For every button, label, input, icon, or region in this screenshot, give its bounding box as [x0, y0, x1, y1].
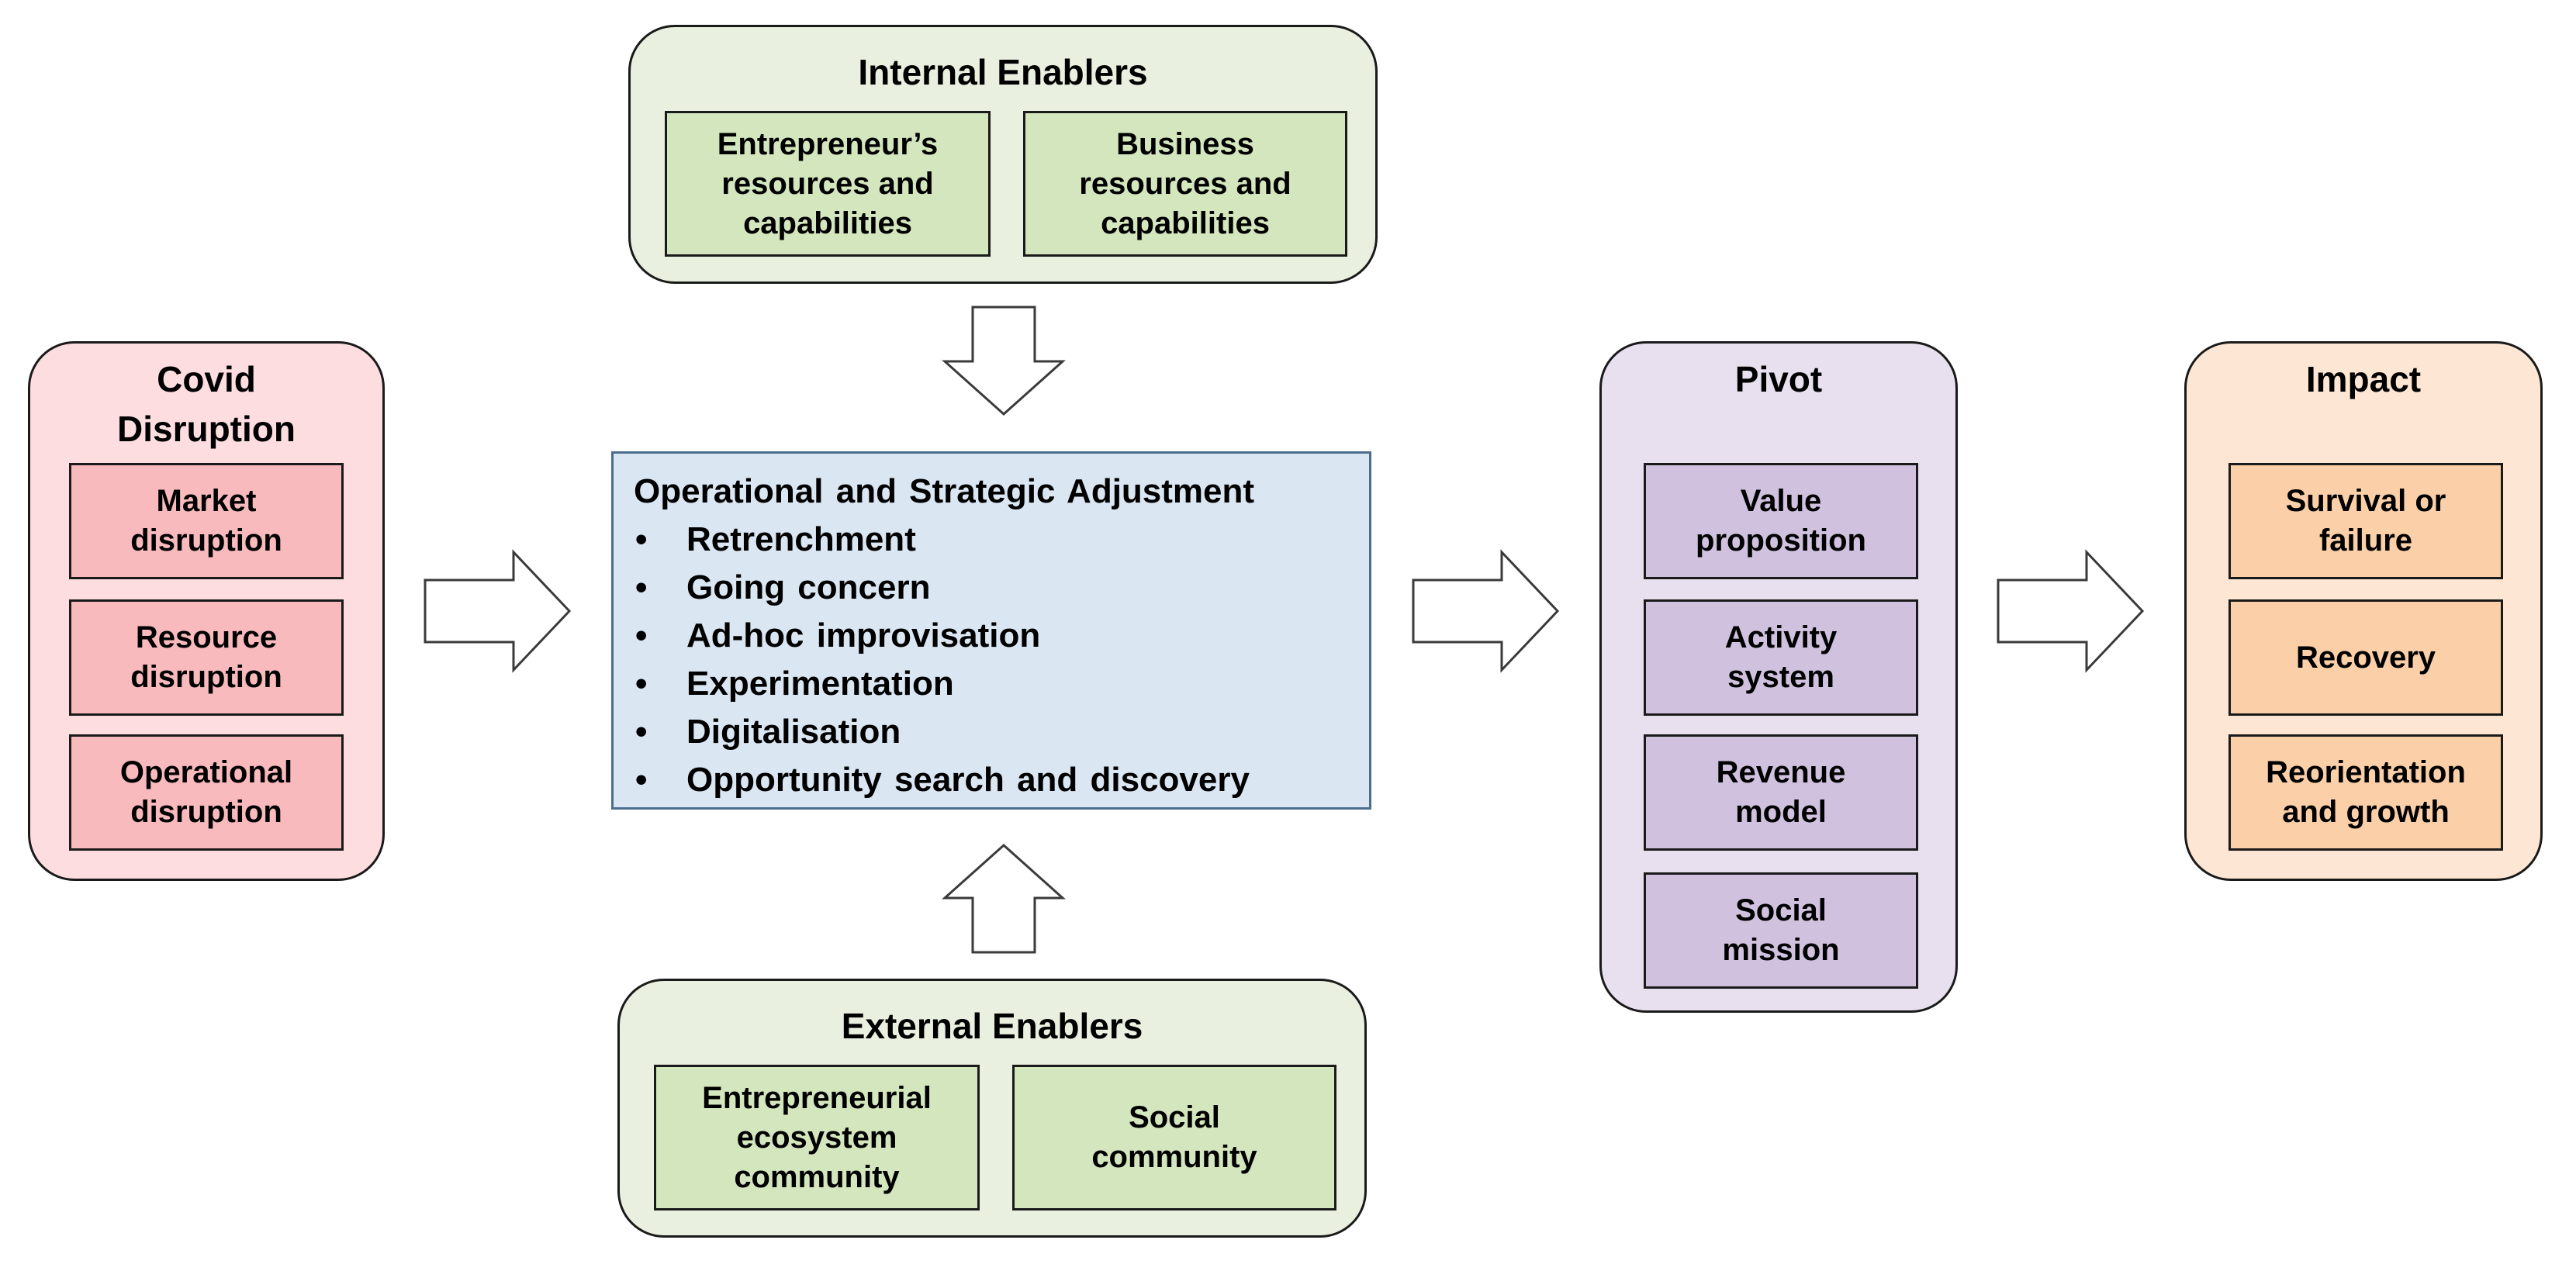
arrow-right-icon: [424, 549, 572, 673]
business-resources-box: Business resources and capabilities: [1023, 111, 1347, 257]
internal-enablers-panel: Internal Enablers Entrepreneur’s resourc…: [628, 25, 1378, 284]
adjustment-item: •Retrenchment: [635, 520, 916, 558]
reorientation-and-growth-box: Reorientation and growth: [2228, 734, 2503, 851]
external-enablers-title: External Enablers: [841, 1006, 1143, 1046]
operational-strategic-adjustment-box: Operational and Strategic Adjustment •Re…: [611, 451, 1371, 810]
arrow-down-icon: [942, 306, 1066, 416]
impact-title: Impact: [2305, 359, 2422, 399]
market-disruption-box: Market disruption: [69, 463, 344, 579]
adjustment-list: •Retrenchment •Going concern •Ad-hoc imp…: [634, 516, 1369, 804]
internal-enablers-title: Internal Enablers: [858, 52, 1148, 92]
adjustment-item: •Going concern: [635, 568, 931, 606]
social-mission-box: Social mission: [1644, 872, 1918, 989]
entrepreneurial-ecosystem-box: Entrepreneurial ecosystem community: [654, 1065, 980, 1210]
recovery-box: Recovery: [2228, 599, 2503, 716]
pivot-title: Pivot: [1734, 359, 1823, 399]
adjustment-item: •Ad-hoc improvisation: [635, 616, 1041, 654]
activity-system-box: Activity system: [1644, 599, 1918, 716]
adjustment-title: Operational and Strategic Adjustment: [634, 472, 1255, 510]
resource-disruption-box: Resource disruption: [69, 599, 344, 716]
revenue-model-box: Revenue model: [1644, 734, 1918, 851]
adjustment-item: •Experimentation: [635, 665, 954, 703]
pivot-panel: Pivot Value proposition Activity system …: [1599, 341, 1958, 1013]
arrow-up-icon: [942, 843, 1066, 954]
operational-disruption-box: Operational disruption: [69, 734, 344, 851]
entrepreneur-resources-box: Entrepreneur’s resources and capabilitie…: [665, 111, 991, 257]
covid-disruption-title: Covid Disruption: [117, 359, 296, 449]
survival-or-failure-box: Survival or failure: [2228, 463, 2503, 579]
covid-disruption-panel: Covid Disruption Market disruption Resou…: [28, 341, 385, 881]
impact-panel: Impact Survival or failure Recovery Reor…: [2184, 341, 2543, 881]
adjustment-item: •Digitalisation: [635, 713, 901, 751]
external-enablers-panel: External Enablers Entrepreneurial ecosys…: [617, 979, 1367, 1238]
arrow-right-icon: [1412, 549, 1560, 673]
adjustment-item: •Opportunity search and discovery: [635, 761, 1250, 799]
arrow-right-icon: [1997, 549, 2145, 673]
value-proposition-box: Value proposition: [1644, 463, 1918, 579]
social-community-box: Social community: [1012, 1065, 1336, 1210]
